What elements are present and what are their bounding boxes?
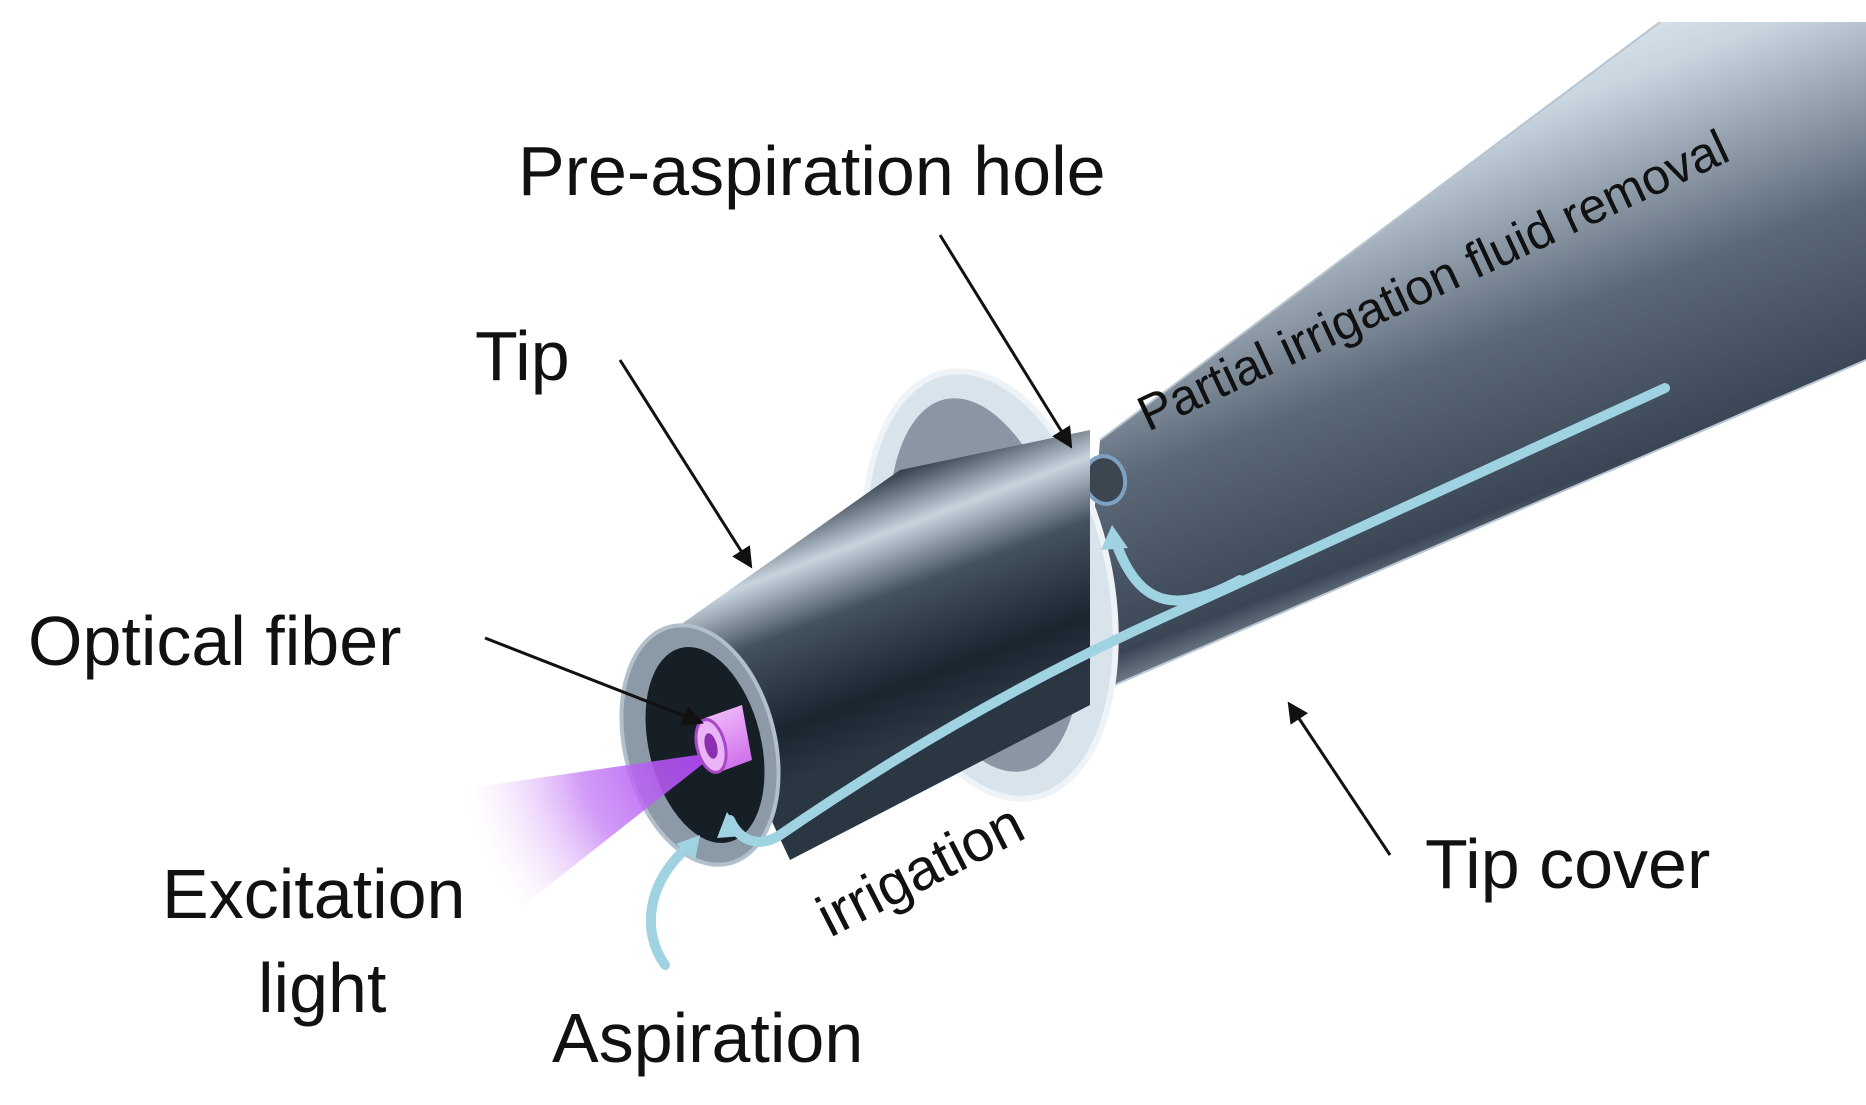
label-tip-cover: Tip cover — [1425, 825, 1710, 903]
irrigation-path — [725, 383, 1670, 847]
label-optical-fiber: Optical fiber — [28, 602, 401, 680]
leader-arrows — [484, 234, 1392, 856]
label-excitation-light-line2: light — [258, 949, 386, 1027]
tip-tube — [619, 430, 1090, 867]
pre-aspiration-arrowhead — [1101, 525, 1128, 550]
aspiration-arrowhead — [676, 835, 700, 860]
label-pre-aspiration-hole: Pre-aspiration hole — [518, 132, 1106, 210]
optical-fiber-arrow — [484, 636, 704, 726]
optical-fiber — [694, 705, 752, 774]
label-excitation-light-line1: Excitation — [162, 855, 465, 933]
tip-cover-arrow — [1287, 701, 1392, 856]
label-tip: Tip — [475, 317, 570, 395]
fluid-paths — [645, 383, 1670, 970]
excitation-light-cone — [455, 752, 718, 920]
label-aspiration: Aspiration — [552, 999, 863, 1077]
tip-arrow — [618, 359, 753, 569]
fluid-arrowheads — [676, 525, 1128, 860]
pre-aspiration-branch-path — [1110, 535, 1245, 606]
aspiration-path — [645, 840, 695, 970]
irrigation-arrowhead — [717, 812, 743, 838]
pre-aspiration-hole-arrow — [938, 234, 1073, 449]
